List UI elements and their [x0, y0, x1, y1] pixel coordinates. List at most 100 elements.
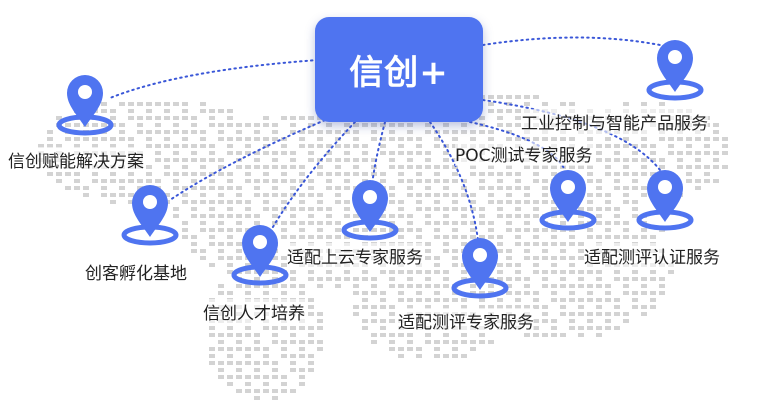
- map-dot: [182, 186, 188, 190]
- map-dot: [434, 263, 440, 267]
- map-dot: [497, 242, 503, 246]
- map-dot: [182, 235, 188, 239]
- map-dot: [443, 165, 449, 169]
- map-dot: [605, 326, 611, 330]
- map-dot: [254, 396, 260, 400]
- map-dot: [335, 130, 341, 134]
- map-dot: [461, 270, 467, 274]
- map-dot: [128, 137, 134, 141]
- map-dot: [227, 263, 233, 267]
- map-dot: [506, 291, 512, 295]
- map-dot: [191, 242, 197, 246]
- map-dot: [488, 109, 494, 113]
- map-dot: [182, 221, 188, 225]
- map-dot: [290, 277, 296, 281]
- map-dot: [425, 179, 431, 183]
- map-dot: [398, 298, 404, 302]
- map-dot: [263, 165, 269, 169]
- map-dot: [236, 368, 242, 372]
- map-dot: [245, 123, 251, 127]
- map-dot: [308, 186, 314, 190]
- map-dot: [578, 242, 584, 246]
- map-dot: [533, 137, 539, 141]
- map-dot: [65, 123, 71, 127]
- map-dot: [380, 179, 386, 183]
- map-dot: [101, 102, 107, 106]
- map-dot: [281, 179, 287, 183]
- map-dot: [218, 340, 224, 344]
- map-dot: [578, 298, 584, 302]
- map-dot: [632, 151, 638, 155]
- map-dot: [110, 137, 116, 141]
- map-dot: [272, 333, 278, 337]
- map-dot: [137, 102, 143, 106]
- map-dot: [389, 158, 395, 162]
- map-dot: [488, 235, 494, 239]
- location-pin-icon: [450, 230, 510, 300]
- map-dot: [47, 137, 53, 141]
- map-dot: [533, 256, 539, 260]
- map-dot: [326, 235, 332, 239]
- map-dot: [317, 130, 323, 134]
- map-dot: [308, 207, 314, 211]
- map-dot: [398, 151, 404, 155]
- map-dot: [443, 284, 449, 288]
- map-dot: [245, 354, 251, 358]
- map-dot: [164, 193, 170, 197]
- map-dot: [155, 123, 161, 127]
- map-dot: [344, 214, 350, 218]
- map-dot: [281, 116, 287, 120]
- map-dot: [326, 172, 332, 176]
- map-dot: [227, 200, 233, 204]
- map-dot: [434, 193, 440, 197]
- map-dot: [488, 130, 494, 134]
- map-dot: [551, 319, 557, 323]
- map-dot: [218, 200, 224, 204]
- map-dot: [623, 102, 629, 106]
- map-dot: [308, 144, 314, 148]
- map-dot: [362, 158, 368, 162]
- map-dot: [299, 340, 305, 344]
- map-dot: [218, 242, 224, 246]
- map-dot: [65, 186, 71, 190]
- map-dot: [614, 235, 620, 239]
- map-dot: [83, 137, 89, 141]
- map-dot: [398, 144, 404, 148]
- map-dot: [614, 312, 620, 316]
- map-dot: [74, 137, 80, 141]
- map-dot: [200, 144, 206, 148]
- map-dot: [245, 200, 251, 204]
- map-dot: [128, 172, 134, 176]
- map-dot: [542, 319, 548, 323]
- node-label-industrial: 工业控制与智能产品服务: [521, 109, 708, 134]
- map-dot: [623, 165, 629, 169]
- map-dot: [344, 186, 350, 190]
- map-dot: [452, 130, 458, 134]
- map-dot: [695, 137, 701, 141]
- map-dot: [308, 340, 314, 344]
- map-dot: [416, 207, 422, 211]
- map-dot: [155, 158, 161, 162]
- map-dot: [362, 151, 368, 155]
- map-dot: [479, 333, 485, 337]
- map-dot: [398, 284, 404, 288]
- map-dot: [128, 109, 134, 113]
- map-dot: [614, 144, 620, 148]
- map-dot: [191, 144, 197, 148]
- map-dot: [389, 340, 395, 344]
- map-dot: [407, 151, 413, 155]
- map-dot: [371, 123, 377, 127]
- map-dot: [263, 179, 269, 183]
- map-dot: [47, 172, 53, 176]
- map-dot: [335, 158, 341, 162]
- map-dot: [461, 179, 467, 183]
- map-dot: [434, 256, 440, 260]
- map-dot: [290, 214, 296, 218]
- map-dot: [569, 165, 575, 169]
- map-dot: [101, 193, 107, 197]
- map-dot: [227, 361, 233, 365]
- map-dot: [533, 207, 539, 211]
- map-dot: [227, 207, 233, 211]
- map-dot: [542, 284, 548, 288]
- map-dot: [326, 179, 332, 183]
